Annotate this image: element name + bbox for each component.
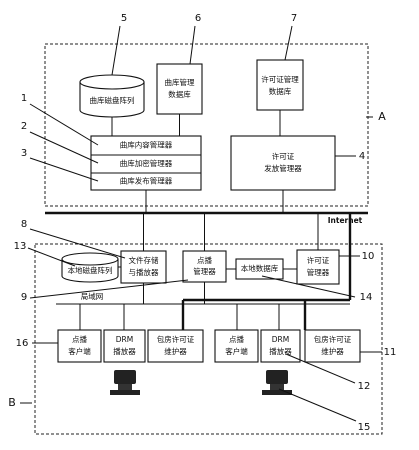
license-db-line1: 许可证管理 — [261, 74, 299, 84]
encryption-manager-label: 曲库加密管理器 — [120, 158, 173, 168]
local-database-label: 本地数据库 — [241, 263, 279, 273]
callout-13: 13 — [14, 241, 27, 252]
pkg-license-2-line1: 包房许可证 — [314, 334, 352, 344]
pkg-license-2-line2: 维护器 — [321, 346, 344, 356]
license-manager-line2: 管理器 — [307, 267, 330, 277]
license-issue-manager-line1: 许可证 — [272, 151, 295, 161]
vod-client-2-line1: 点播 — [229, 334, 244, 344]
region-a-boundary — [44, 43, 369, 207]
pkg-license-1-line1: 包房许可证 — [157, 334, 195, 344]
track-mgmt-db-line1: 曲库管理 — [165, 77, 195, 87]
region-b-boundary — [34, 243, 383, 435]
region-b-letter: B — [8, 396, 16, 409]
vod-manager-line1: 点播 — [197, 255, 212, 265]
callout-5: 5 — [121, 13, 127, 24]
callout-12: 12 — [358, 381, 371, 392]
vod-client-2-box — [214, 329, 259, 363]
license-db-box — [256, 59, 304, 111]
callout-11: 11 — [384, 347, 397, 358]
drm-player-1-line1: DRM — [116, 335, 133, 344]
drm-player-2-line2: 播放器 — [269, 346, 292, 356]
callout-3: 3 — [21, 148, 27, 159]
vod-client-2-line2: 客户端 — [225, 346, 248, 356]
callout-15: 15 — [358, 422, 371, 433]
callout-6: 6 — [195, 13, 201, 24]
callout-4: 4 — [359, 151, 365, 162]
callout-7: 7 — [291, 13, 297, 24]
drm-player-2-line1: DRM — [272, 335, 289, 344]
content-manager-label: 曲库内容管理器 — [120, 140, 173, 150]
license-issue-manager-line2: 发放管理器 — [264, 163, 302, 173]
callout-10: 10 — [362, 251, 375, 262]
pkg-license-2-box — [304, 329, 361, 363]
region-a-letter: A — [378, 110, 386, 123]
publish-manager-label: 曲库发布管理器 — [120, 176, 173, 186]
track-mgmt-db-box — [156, 63, 203, 115]
vod-manager-line2: 管理器 — [193, 266, 216, 276]
media-disk-array-cylinder: 曲库磁盘阵列 — [79, 74, 145, 118]
callout-9: 9 — [21, 292, 27, 303]
drm-player-1-line2: 播放器 — [113, 346, 136, 356]
local-disk-array-cylinder: 本地磁盘阵列 — [61, 252, 119, 283]
license-manager-line1: 许可证 — [307, 255, 330, 265]
terminal-device-icon — [110, 370, 140, 395]
drm-player-1-box — [103, 329, 146, 363]
lan-label: 局域网 — [81, 291, 104, 301]
pkg-license-1-box — [147, 329, 204, 363]
callout-2: 2 — [21, 121, 27, 132]
license-manager-box — [296, 249, 340, 285]
license-issue-manager-box — [230, 135, 336, 191]
callout-14: 14 — [360, 292, 373, 303]
terminal-device-icon — [262, 370, 292, 395]
callout-8: 8 — [21, 219, 27, 230]
vod-client-1-box — [57, 329, 102, 363]
callout-1: 1 — [21, 93, 27, 104]
vod-client-1-line1: 点播 — [72, 334, 87, 344]
local-disk-array-label: 本地磁盘阵列 — [68, 265, 113, 275]
file-storage-line2: 与播放器 — [129, 267, 159, 277]
media-disk-array-label: 曲库磁盘阵列 — [90, 95, 135, 105]
pkg-license-1-line2: 维护器 — [164, 346, 187, 356]
license-db-line2: 数据库 — [269, 86, 292, 96]
file-storage-line1: 文件存储 — [129, 255, 159, 265]
track-mgmt-db-line2: 数据库 — [168, 89, 191, 99]
callout-16: 16 — [16, 338, 29, 349]
internet-label: Internet — [328, 216, 363, 225]
vod-client-1-line2: 客户端 — [68, 346, 91, 356]
